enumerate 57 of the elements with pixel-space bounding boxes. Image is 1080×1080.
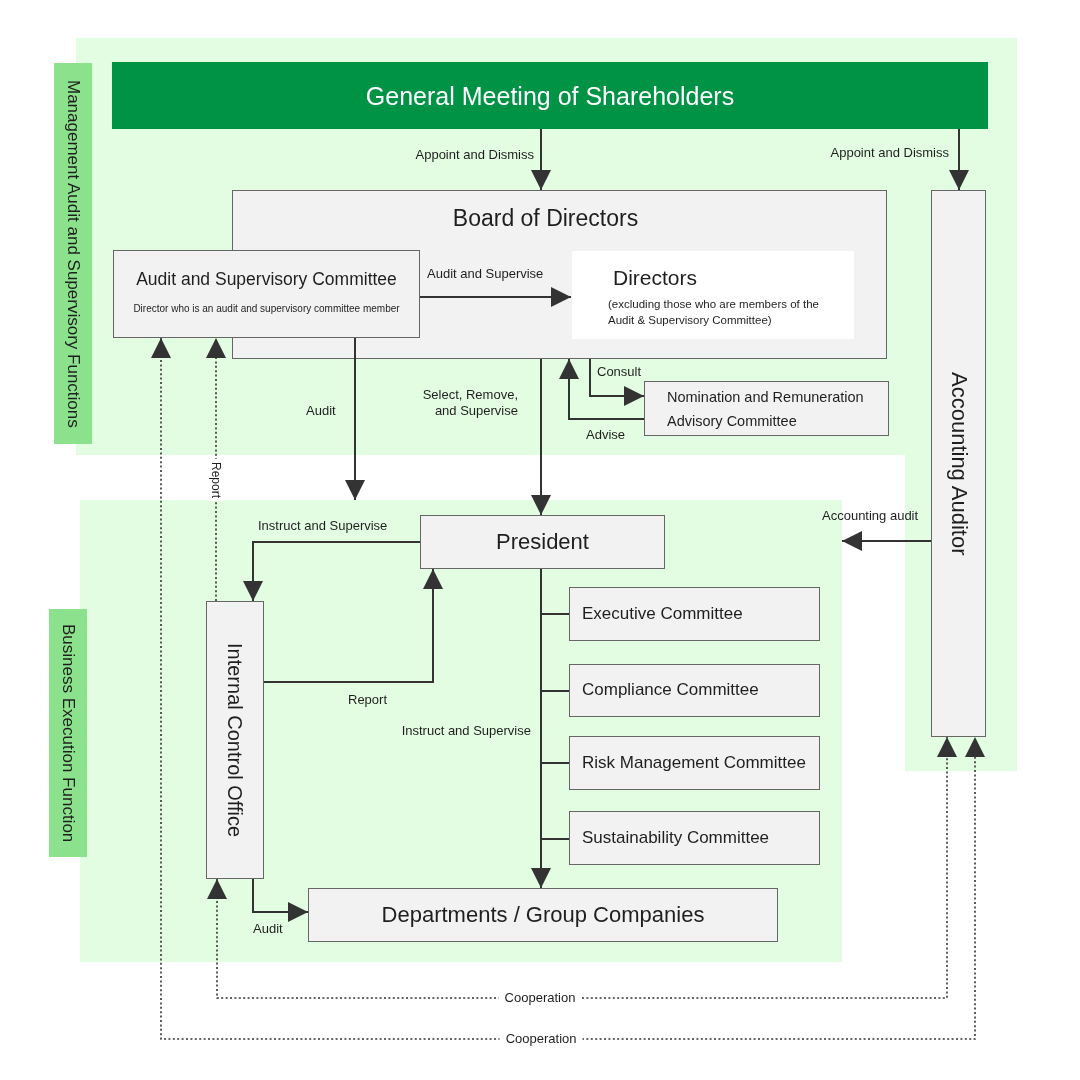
node-title: Sustainability Committee (582, 827, 770, 849)
process-box (420, 515, 665, 569)
inner-panel (572, 251, 854, 339)
arrow (531, 128, 551, 191)
node-title: Accounting Auditor (945, 371, 972, 556)
edge-label: Accounting audit (822, 508, 919, 524)
edge-label: Cooperation (499, 1031, 583, 1047)
arrow (252, 878, 309, 922)
node-title: Departments / Group Companies (381, 901, 705, 929)
edge-label: Consult (597, 364, 642, 380)
edge-label: Report (207, 459, 225, 501)
edge-label: Appoint and Dismiss (830, 145, 949, 161)
edge-label: Instruct and Supervise (401, 723, 531, 739)
arrow (949, 128, 969, 191)
node-title: President (496, 528, 589, 556)
node-title: Audit and Supervisory Committee (136, 268, 397, 290)
node-title: Nomination and Remuneration Advisory Committee (667, 387, 865, 431)
dotted-arrow (151, 337, 985, 1040)
arrow (243, 541, 421, 602)
arrow (345, 337, 365, 501)
section-label: Business Execution Function (49, 609, 87, 857)
arrow (559, 358, 645, 420)
node-subtitle: (excluding those who are members of the Audit & Supervisory Committee) (608, 297, 820, 329)
edge-label: Instruct and Supervise (258, 518, 388, 534)
arrow (589, 358, 645, 406)
edge-label: Audit (253, 921, 283, 937)
node-title: Executive Committee (582, 603, 743, 625)
process-box (569, 736, 820, 790)
arrow (419, 287, 572, 307)
process-box (569, 587, 820, 641)
node-title: Risk Management Committee (582, 752, 806, 774)
arrow (841, 531, 932, 551)
node-title: Board of Directors (451, 205, 640, 233)
edge-label: Audit and Supervise (427, 266, 544, 282)
title-banner (112, 62, 988, 129)
node-title: General Meeting of Shareholders (365, 80, 735, 111)
edge-label: Advise (586, 427, 626, 443)
process-box (644, 381, 889, 436)
process-box (308, 888, 778, 942)
node-subtitle: Director who is an audit and supervisory committee member (133, 301, 400, 316)
process-box (569, 811, 820, 865)
edge-label: Audit (306, 403, 336, 419)
process-box (569, 664, 820, 717)
node-title: Compliance Committee (582, 680, 759, 701)
edge-label: Appoint and Dismiss (415, 147, 534, 163)
arrow (263, 568, 443, 683)
node-title: Directors (613, 265, 697, 291)
arrow (531, 358, 551, 516)
section-label: Management Audit and Supervisory Functions (54, 63, 92, 444)
edge-label: Select, Remove, and Supervise (421, 387, 518, 419)
process-box (206, 601, 264, 879)
node-title: Internal Control Office (223, 642, 247, 838)
process-box (931, 190, 986, 737)
process-box (113, 250, 420, 338)
dotted-arrow (207, 736, 957, 999)
edge-label: Report (348, 692, 388, 708)
edge-label: Cooperation (498, 990, 582, 1006)
